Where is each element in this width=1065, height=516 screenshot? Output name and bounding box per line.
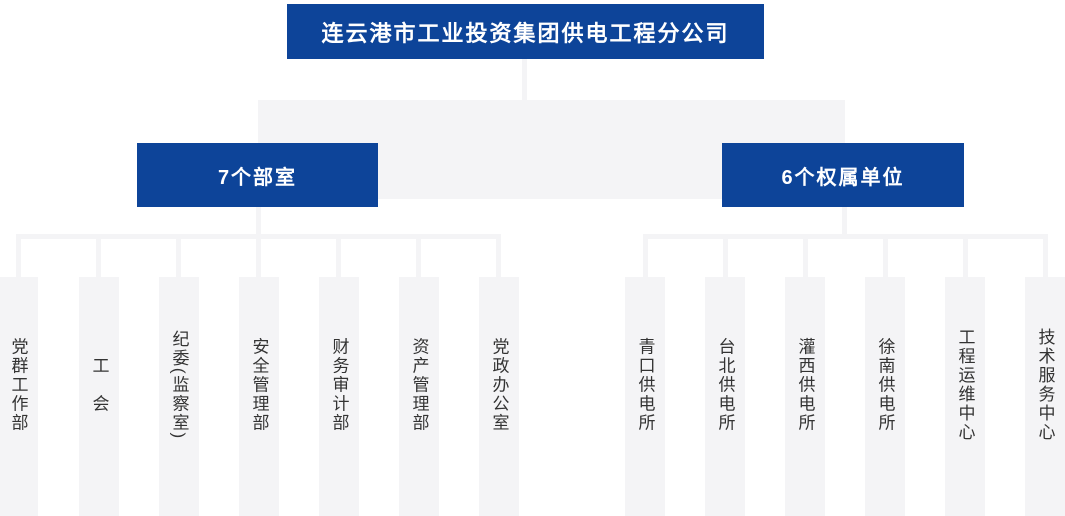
- connector-drop: [96, 238, 101, 277]
- leaf-node-label: 财务审计部: [329, 337, 349, 432]
- connector-root-stem: [522, 59, 527, 100]
- group-node-subsidiaries-label: 6个权属单位: [781, 166, 905, 189]
- leaf-node-gongcheng: 工程运维中心: [945, 277, 985, 516]
- leaf-node-label: 工程运维中心: [955, 327, 975, 442]
- connector-rail-subsidiaries: [643, 234, 1048, 239]
- group-node-departments: 7个部室: [137, 143, 378, 207]
- connector-drop: [883, 238, 888, 277]
- leaf-node-label: 纪委(监察室): [169, 329, 189, 440]
- leaf-node-dangzheng: 党政办公室: [479, 277, 519, 516]
- connector-drop: [496, 238, 501, 277]
- leaf-node-label: 工 会: [89, 356, 109, 413]
- connector-drop: [16, 238, 21, 277]
- leaf-node-xunan: 徐南供电所: [865, 277, 905, 516]
- leaf-node-label: 资产管理部: [409, 337, 429, 432]
- leaf-node-dangqun: 党群工作部: [0, 277, 38, 516]
- leaf-node-label: 灌西供电所: [795, 337, 815, 432]
- group-node-departments-label: 7个部室: [217, 166, 298, 189]
- leaf-node-qingkou: 青口供电所: [625, 277, 665, 516]
- connector-stem-departments: [256, 207, 261, 235]
- leaf-node-jishu: 技术服务中心: [1025, 277, 1065, 516]
- leaf-node-label: 技术服务中心: [1035, 327, 1055, 442]
- leaf-node-jiwei: 纪委(监察室): [159, 277, 199, 516]
- leaf-node-gonghui: 工 会: [79, 277, 119, 516]
- connector-drop: [1043, 238, 1048, 277]
- connector-drop: [963, 238, 968, 277]
- leaf-node-label: 党政办公室: [489, 337, 509, 432]
- leaf-node-zichan: 资产管理部: [399, 277, 439, 516]
- leaf-node-caiwu: 财务审计部: [319, 277, 359, 516]
- connector-drop: [803, 238, 808, 277]
- connector-drop: [176, 238, 181, 277]
- connector-drop: [643, 238, 648, 277]
- leaf-node-label: 党群工作部: [8, 337, 28, 432]
- connector-drop: [416, 238, 421, 277]
- leaf-node-label: 安全管理部: [249, 337, 269, 432]
- root-node-label: 连云港市工业投资集团供电工程分公司: [321, 20, 730, 46]
- connector-rail-departments: [16, 234, 501, 239]
- leaf-node-label: 青口供电所: [635, 337, 655, 432]
- connector-drop: [256, 238, 261, 277]
- group-node-subsidiaries: 6个权属单位: [722, 143, 964, 207]
- leaf-node-label: 徐南供电所: [875, 337, 895, 432]
- connector-drop: [723, 238, 728, 277]
- connector-drop: [336, 238, 341, 277]
- leaf-node-guanxi: 灌西供电所: [785, 277, 825, 516]
- leaf-node-taibei: 台北供电所: [705, 277, 745, 516]
- connector-stem-subsidiaries: [842, 207, 847, 235]
- root-node: 连云港市工业投资集团供电工程分公司: [287, 4, 764, 59]
- leaf-node-anquan: 安全管理部: [239, 277, 279, 516]
- leaf-node-label: 台北供电所: [715, 337, 735, 432]
